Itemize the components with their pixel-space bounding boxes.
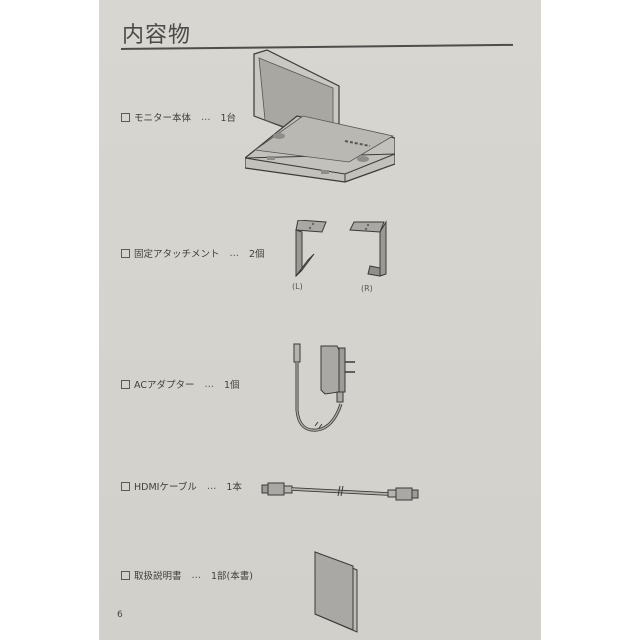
checkbox-icon [121,112,130,122]
item-separator: … [204,378,214,390]
item-quantity: 1本 [226,482,242,493]
manual-illustration [314,551,358,633]
list-item-manual: 取扱説明書 … 1部(本書) [121,568,253,582]
item-quantity: 1個 [223,380,240,391]
item-quantity: 1台 [220,113,237,124]
monitor-illustration [245,49,395,183]
item-name: 取扱説明書 [134,571,182,582]
checkbox-icon [121,570,130,580]
item-name: HDMIケーブル [134,482,197,493]
list-item-monitor: モニター本体 … 1台 [121,110,236,124]
ac-adapter-illustration [293,343,355,432]
item-name: モニター本体 [134,113,192,124]
list-item-hdmi-cable: HDMIケーブル … 1本 [121,479,242,493]
item-quantity: 2個 [249,249,265,260]
bracket-caption-right: (R) [361,284,373,293]
item-separator: … [191,569,202,581]
checkbox-icon [121,481,130,491]
item-quantity: 1部(本書) [211,571,253,582]
item-separator: … [229,247,240,259]
bracket-caption-left: (L) [292,282,303,291]
item-name: ACアダプター [134,380,195,391]
item-separator: … [206,480,217,492]
manual-page: 内容物 モニター本体 … 1台 固定アタッチメント … 2個 [99,0,541,640]
item-separator: … [201,111,211,123]
checkbox-icon [121,379,130,389]
checkbox-icon [121,248,130,258]
bracket-illustration [295,220,387,278]
page-title: 内容物 [122,23,192,48]
hdmi-cable-illustration [261,482,419,501]
page-number: 6 [117,610,123,620]
list-item-ac-adapter: ACアダプター … 1個 [121,377,240,391]
list-item-attachment: 固定アタッチメント … 2個 [121,246,265,260]
item-name: 固定アタッチメント [134,249,220,260]
